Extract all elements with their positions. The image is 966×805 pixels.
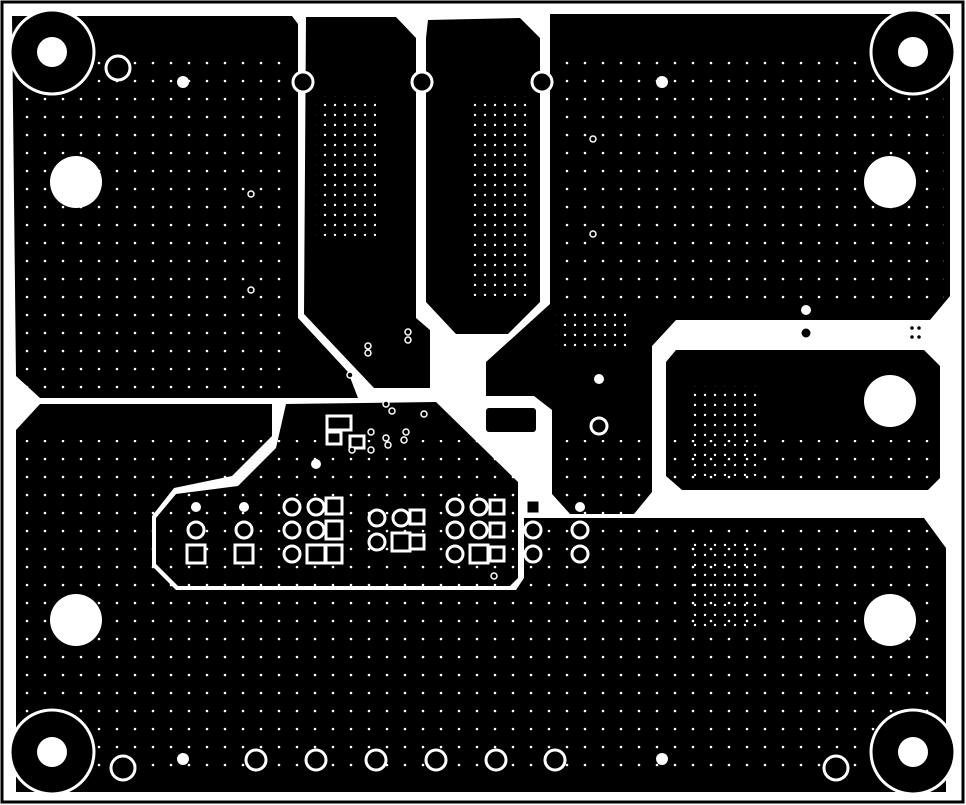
solid-vias — [177, 76, 811, 765]
clearance-holes — [50, 156, 916, 646]
mounting-hole-top-left — [8, 8, 96, 96]
component-pads — [185, 414, 590, 565]
mounting-hole-bottom-left — [8, 708, 96, 796]
mounting-hole-top-right — [869, 8, 957, 96]
mounting-holes — [8, 8, 957, 796]
mounting-hole-bottom-right — [869, 708, 957, 796]
copper-island — [486, 408, 536, 432]
plated-holes — [104, 54, 850, 782]
signal-vias — [247, 135, 923, 580]
